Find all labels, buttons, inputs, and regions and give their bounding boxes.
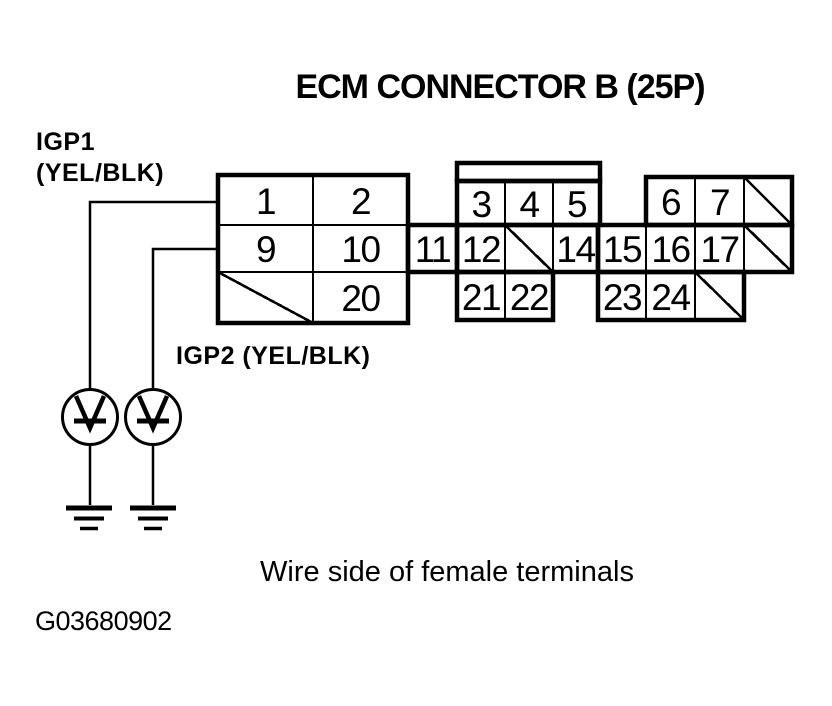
wire-igp1 <box>88 200 218 505</box>
wire-side-caption: Wire side of female terminals <box>260 556 634 588</box>
pin-cell-6: 6 <box>660 181 682 223</box>
pin-cell-23: 23 <box>602 276 643 318</box>
igp1-wire-name: IGP1 <box>36 128 95 156</box>
pin-cell-5: 5 <box>566 183 588 225</box>
wire-igp2 <box>151 247 218 505</box>
pin-cell-24: 24 <box>651 276 691 318</box>
pin-cell-16: 16 <box>651 229 691 270</box>
pin-cell-17: 17 <box>700 229 740 270</box>
pin-cell-4: 4 <box>519 183 540 225</box>
pin-cell-20: 20 <box>341 278 381 319</box>
blocked-cavity <box>744 177 792 225</box>
pin-cell-10: 10 <box>341 229 381 270</box>
voltmeter-probe-icon-1 <box>61 388 119 446</box>
blocked-cavity <box>695 272 744 320</box>
ground-icon-2 <box>130 505 176 531</box>
igp1-wire-label: IGP1 (YEL/BLK) <box>36 127 164 189</box>
pin-cell-21: 21 <box>461 276 502 318</box>
voltmeter-probe-icon-2 <box>124 388 182 446</box>
pin-cell-12: 12 <box>461 229 502 270</box>
igp1-wire-color: (YEL/BLK) <box>36 159 165 187</box>
blocked-cavity <box>218 272 313 323</box>
pin-cell-3: 3 <box>471 183 492 225</box>
pin-cell-7: 7 <box>709 181 731 223</box>
pin-cell-2: 2 <box>350 180 372 222</box>
pin-cell-11: 11 <box>414 229 452 270</box>
pin-cell-9: 9 <box>255 229 277 270</box>
diagram-title: ECM CONNECTOR B (25P) <box>295 68 705 106</box>
pin-cell-1: 1 <box>255 180 277 222</box>
figure-id: G03680902 <box>35 606 172 636</box>
blocked-cavity <box>744 225 792 272</box>
ground-icon-1 <box>66 505 112 531</box>
blocked-cavity <box>505 225 553 272</box>
pin-cell-22: 22 <box>509 276 550 318</box>
pin-cell-14: 14 <box>556 229 596 270</box>
igp2-wire-label: IGP2 (YEL/BLK) <box>176 342 371 370</box>
pin-cell-15: 15 <box>602 229 643 270</box>
